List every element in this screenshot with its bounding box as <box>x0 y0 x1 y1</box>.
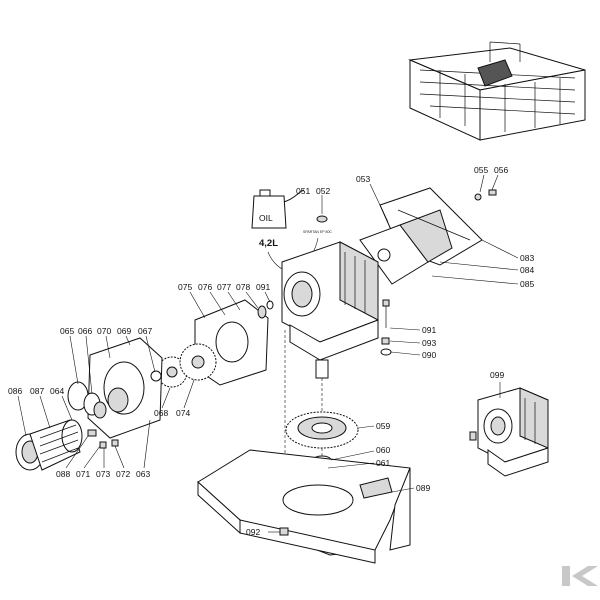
washer-055 <box>474 193 482 201</box>
part-label: 089 <box>416 483 430 493</box>
part-label: 072 <box>116 469 130 479</box>
part-label: 078 <box>236 282 250 292</box>
part-label: 076 <box>198 282 212 292</box>
ring-067 <box>150 370 162 382</box>
part-label: 068 <box>154 408 168 418</box>
part-label: 065 <box>60 326 74 336</box>
gear-pair-074 <box>156 343 217 388</box>
leader-lines <box>17 174 519 533</box>
part-label: 099 <box>490 370 504 380</box>
part-label: 071 <box>76 469 90 479</box>
machine-overview-illustration <box>408 41 586 141</box>
part-label: 051 <box>296 186 310 196</box>
part-label: 055 <box>474 165 488 175</box>
sticker-text: SPARTAN EP 80C <box>303 230 332 234</box>
oil-label: OIL <box>259 213 273 223</box>
part-number-labels: 051 052 053 055 056 083 084 085 075 076 … <box>8 165 534 537</box>
part-label: 070 <box>97 326 111 336</box>
part-label: 084 <box>520 265 534 275</box>
part-label: 061 <box>376 458 390 468</box>
part-label: 069 <box>117 326 131 336</box>
part-label: 088 <box>56 469 70 479</box>
guard-cover-part-053 <box>359 187 483 285</box>
ring-091a <box>266 300 274 310</box>
part-label: 093 <box>422 338 436 348</box>
part-label: 091 <box>422 325 436 335</box>
coupling-086 <box>15 419 83 471</box>
part-label: 077 <box>217 282 231 292</box>
part-label: 091 <box>256 282 270 292</box>
part-label: 086 <box>8 386 22 396</box>
part-label: 087 <box>30 386 44 396</box>
sticker-part-052: SPARTAN EP 80C <box>303 215 332 234</box>
nut-090 <box>380 348 392 356</box>
bolt-092 <box>279 527 289 536</box>
part-label: 053 <box>356 174 370 184</box>
part-label: 090 <box>422 350 436 360</box>
part-label: 092 <box>246 527 260 537</box>
part-label: 083 <box>520 253 534 263</box>
bearings-065-066 <box>67 381 107 419</box>
oil-volume-label: 4,2L <box>259 238 278 249</box>
part-label: 085 <box>520 279 534 289</box>
gearbox-variant-099 <box>469 387 549 477</box>
part-label: 052 <box>316 186 330 196</box>
part-label: 059 <box>376 421 390 431</box>
side-cover-070 <box>87 337 163 439</box>
washer-093 <box>381 337 390 345</box>
base-plate-089 <box>197 449 411 564</box>
part-label: 067 <box>138 326 152 336</box>
part-label: 063 <box>136 469 150 479</box>
seal-078 <box>257 305 267 319</box>
part-label: 064 <box>50 386 64 396</box>
bolt-091 <box>382 299 390 328</box>
part-label: 060 <box>376 445 390 455</box>
part-label: 075 <box>178 282 192 292</box>
part-label: 073 <box>96 469 110 479</box>
crown-gear-059 <box>285 411 359 449</box>
part-label: 074 <box>176 408 190 418</box>
part-label: 056 <box>494 165 508 175</box>
gearbox-housing <box>281 241 379 520</box>
k-logo-icon <box>562 566 598 586</box>
oil-can-part-051: OIL <box>251 189 305 229</box>
part-label: 066 <box>78 326 92 336</box>
nut-056 <box>488 189 497 196</box>
